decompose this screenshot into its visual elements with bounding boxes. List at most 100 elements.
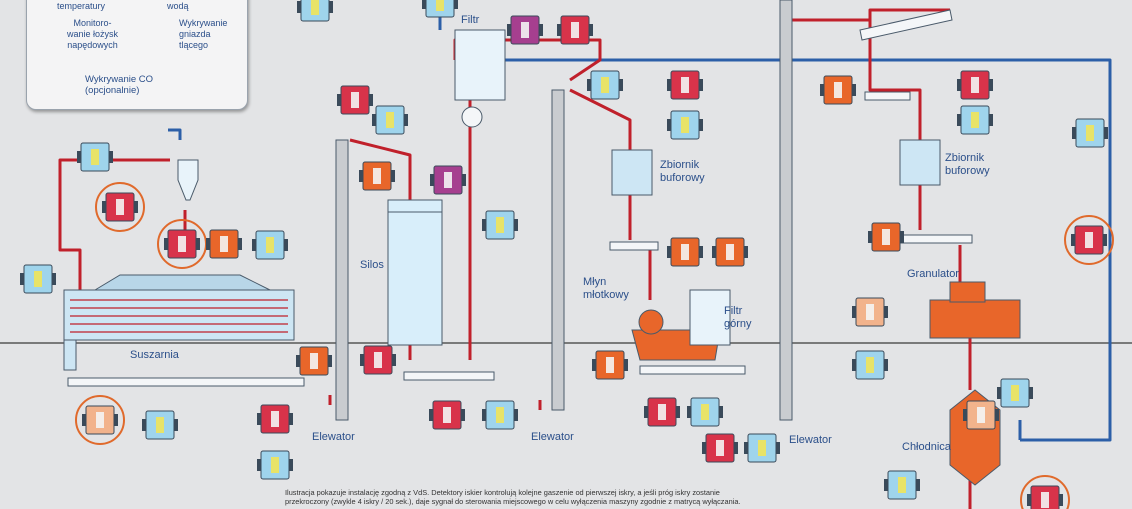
detector-cooler-bottom-tab-left xyxy=(884,479,888,491)
elevator-label-2: Elewator xyxy=(531,431,574,443)
detector-granulator-red-tab-right xyxy=(989,79,993,91)
screen-conveyor xyxy=(859,9,953,41)
detector-filter-left-tab-left xyxy=(297,1,301,13)
detector-mill-left-tab-right xyxy=(624,359,628,371)
detector-filter-top-core xyxy=(571,22,579,38)
detector-cooler-top-tab-left xyxy=(997,387,1001,399)
detector-dryer-inlet-tab-right xyxy=(134,201,138,213)
detector-filter-right xyxy=(587,70,623,100)
detector-conveyor-3-tab-left xyxy=(257,459,261,471)
detector-duct-right-core xyxy=(1086,125,1094,141)
detector-mill-below-2-core xyxy=(701,404,709,420)
zbiornik-label-2: Zbiornik buforowy xyxy=(945,152,990,177)
detector-elevator-1-tab-right xyxy=(369,94,373,106)
detector-silo-temp-tab-right xyxy=(391,170,395,182)
detector-dryer-exhaust xyxy=(157,219,207,269)
buffer-tank-1 xyxy=(611,149,653,196)
detector-buffer-1-mid-core xyxy=(681,117,689,133)
elevator2-to-buffer xyxy=(569,88,632,150)
detector-elevator-2-core xyxy=(386,112,394,128)
detector-filter-right-tab-left xyxy=(587,79,591,91)
detector-filter-right-core xyxy=(601,77,609,93)
upper-filter xyxy=(689,289,731,346)
detector-mill-below-tab-left xyxy=(644,406,648,418)
detector-silo-conv-3-tab-left xyxy=(482,409,486,421)
detector-silo-conv-3-core xyxy=(496,407,504,423)
detector-temp-1 xyxy=(206,229,242,259)
elevator-2 xyxy=(551,89,565,411)
legend-co-label: Wykrywanie CO (opcjonalnie) xyxy=(85,74,154,96)
detector-elevator-2 xyxy=(372,105,408,135)
legend-water-label: wodą xyxy=(167,1,189,11)
detector-silo-conv-3 xyxy=(482,400,518,430)
detector-silo-conv-2-tab-left xyxy=(429,409,433,421)
detector-filter-top-tab-left xyxy=(557,24,561,36)
detector-filter-left-core xyxy=(311,0,319,15)
filtr-label: Filtr xyxy=(461,14,480,26)
elevator-3 xyxy=(779,0,793,421)
detector-mill-below-2-tab-right xyxy=(719,406,723,418)
detector-duct-ring-highlight-ring xyxy=(1064,215,1114,265)
detector-conveyor-2 xyxy=(257,404,293,434)
detector-filter-top-left-core xyxy=(436,0,444,11)
granulator-label: Granulator xyxy=(907,268,959,280)
detector-temp-1-core xyxy=(220,236,228,252)
detector-conveyor-1-core xyxy=(310,353,318,369)
detector-mill-temp-tab-left xyxy=(667,246,671,258)
mill-conveyor xyxy=(639,365,746,375)
detector-dryer-left-core xyxy=(34,271,42,287)
detector-buffer-1-mid xyxy=(667,110,703,140)
detector-filter-left xyxy=(297,0,333,22)
filter-body xyxy=(454,29,506,101)
detector-conveyor-2-core xyxy=(271,411,279,427)
legend-panel: temperatury wodą Monitoro- wanie łożysk … xyxy=(26,0,248,110)
detector-mill-temp xyxy=(667,237,703,267)
silo-body xyxy=(387,199,443,346)
detector-mill-temp-2-core xyxy=(726,244,734,260)
detector-cooler-ring-tab-right xyxy=(1059,494,1063,506)
detector-conveyor-2-tab-right xyxy=(289,413,293,425)
detector-elevator-1-core xyxy=(351,92,359,108)
detector-granulator-red xyxy=(957,70,993,100)
detector-dryer-exhaust-tab-right xyxy=(196,238,200,250)
detector-mill-conv-2-core xyxy=(758,440,766,456)
detector-mill-conv-2-tab-right xyxy=(776,442,780,454)
detector-buffer-1-top-core xyxy=(681,77,689,93)
detector-buffer-1-mid-tab-left xyxy=(667,119,671,131)
detector-silo-co-tab-left xyxy=(430,174,434,186)
detector-silo-conveyor xyxy=(360,345,396,375)
detector-granulator-top-tab-right xyxy=(852,84,856,96)
detector-elevator-1-tab-left xyxy=(337,94,341,106)
detector-granulator-blue-core xyxy=(971,112,979,128)
detector-dryer-top-core xyxy=(91,149,99,165)
detector-dryer-exhaust-tab-left xyxy=(164,238,168,250)
detector-filter-left-tab-right xyxy=(329,1,333,13)
detector-mill-temp-core xyxy=(681,244,689,260)
detector-socket-2-tab-left xyxy=(852,306,856,318)
filter-rotary-valve xyxy=(461,106,483,128)
elevator-1 xyxy=(335,139,349,421)
detector-silo-conv-2-tab-right xyxy=(461,409,465,421)
detector-dryer-left xyxy=(20,264,56,294)
detector-mill-conv-tab-right xyxy=(734,442,738,454)
detector-mill-left-core xyxy=(606,357,614,373)
detector-conveyor-3 xyxy=(257,450,293,480)
detector-conveyor-4-tab-left xyxy=(142,419,146,431)
legend-socket-label: Wykrywanie gniazda tlącego xyxy=(179,18,228,50)
dryer-conveyor xyxy=(67,377,305,387)
detector-dryer-top-tab-right xyxy=(109,151,113,163)
detector-mill-conv xyxy=(702,433,738,463)
screw-conveyor-2 xyxy=(899,234,973,244)
mlyn-label: Młyn młotkowy xyxy=(583,276,629,301)
detector-silo-conv-3-tab-right xyxy=(514,409,518,421)
filtr-gorny-label: Filtr górny xyxy=(724,305,752,330)
detector-conveyor-3-core xyxy=(271,457,279,473)
detector-mill-left-tab-left xyxy=(592,359,596,371)
detector-silo-blue-core xyxy=(496,217,504,233)
detector-dryer-left-tab-right xyxy=(52,273,56,285)
detector-silo-blue-tab-left xyxy=(482,219,486,231)
dryer-leg xyxy=(63,339,77,371)
detector-duct-ring-tab-left xyxy=(1071,234,1075,246)
detector-conveyor-4 xyxy=(142,410,178,440)
detector-mill-conv-tab-left xyxy=(702,442,706,454)
